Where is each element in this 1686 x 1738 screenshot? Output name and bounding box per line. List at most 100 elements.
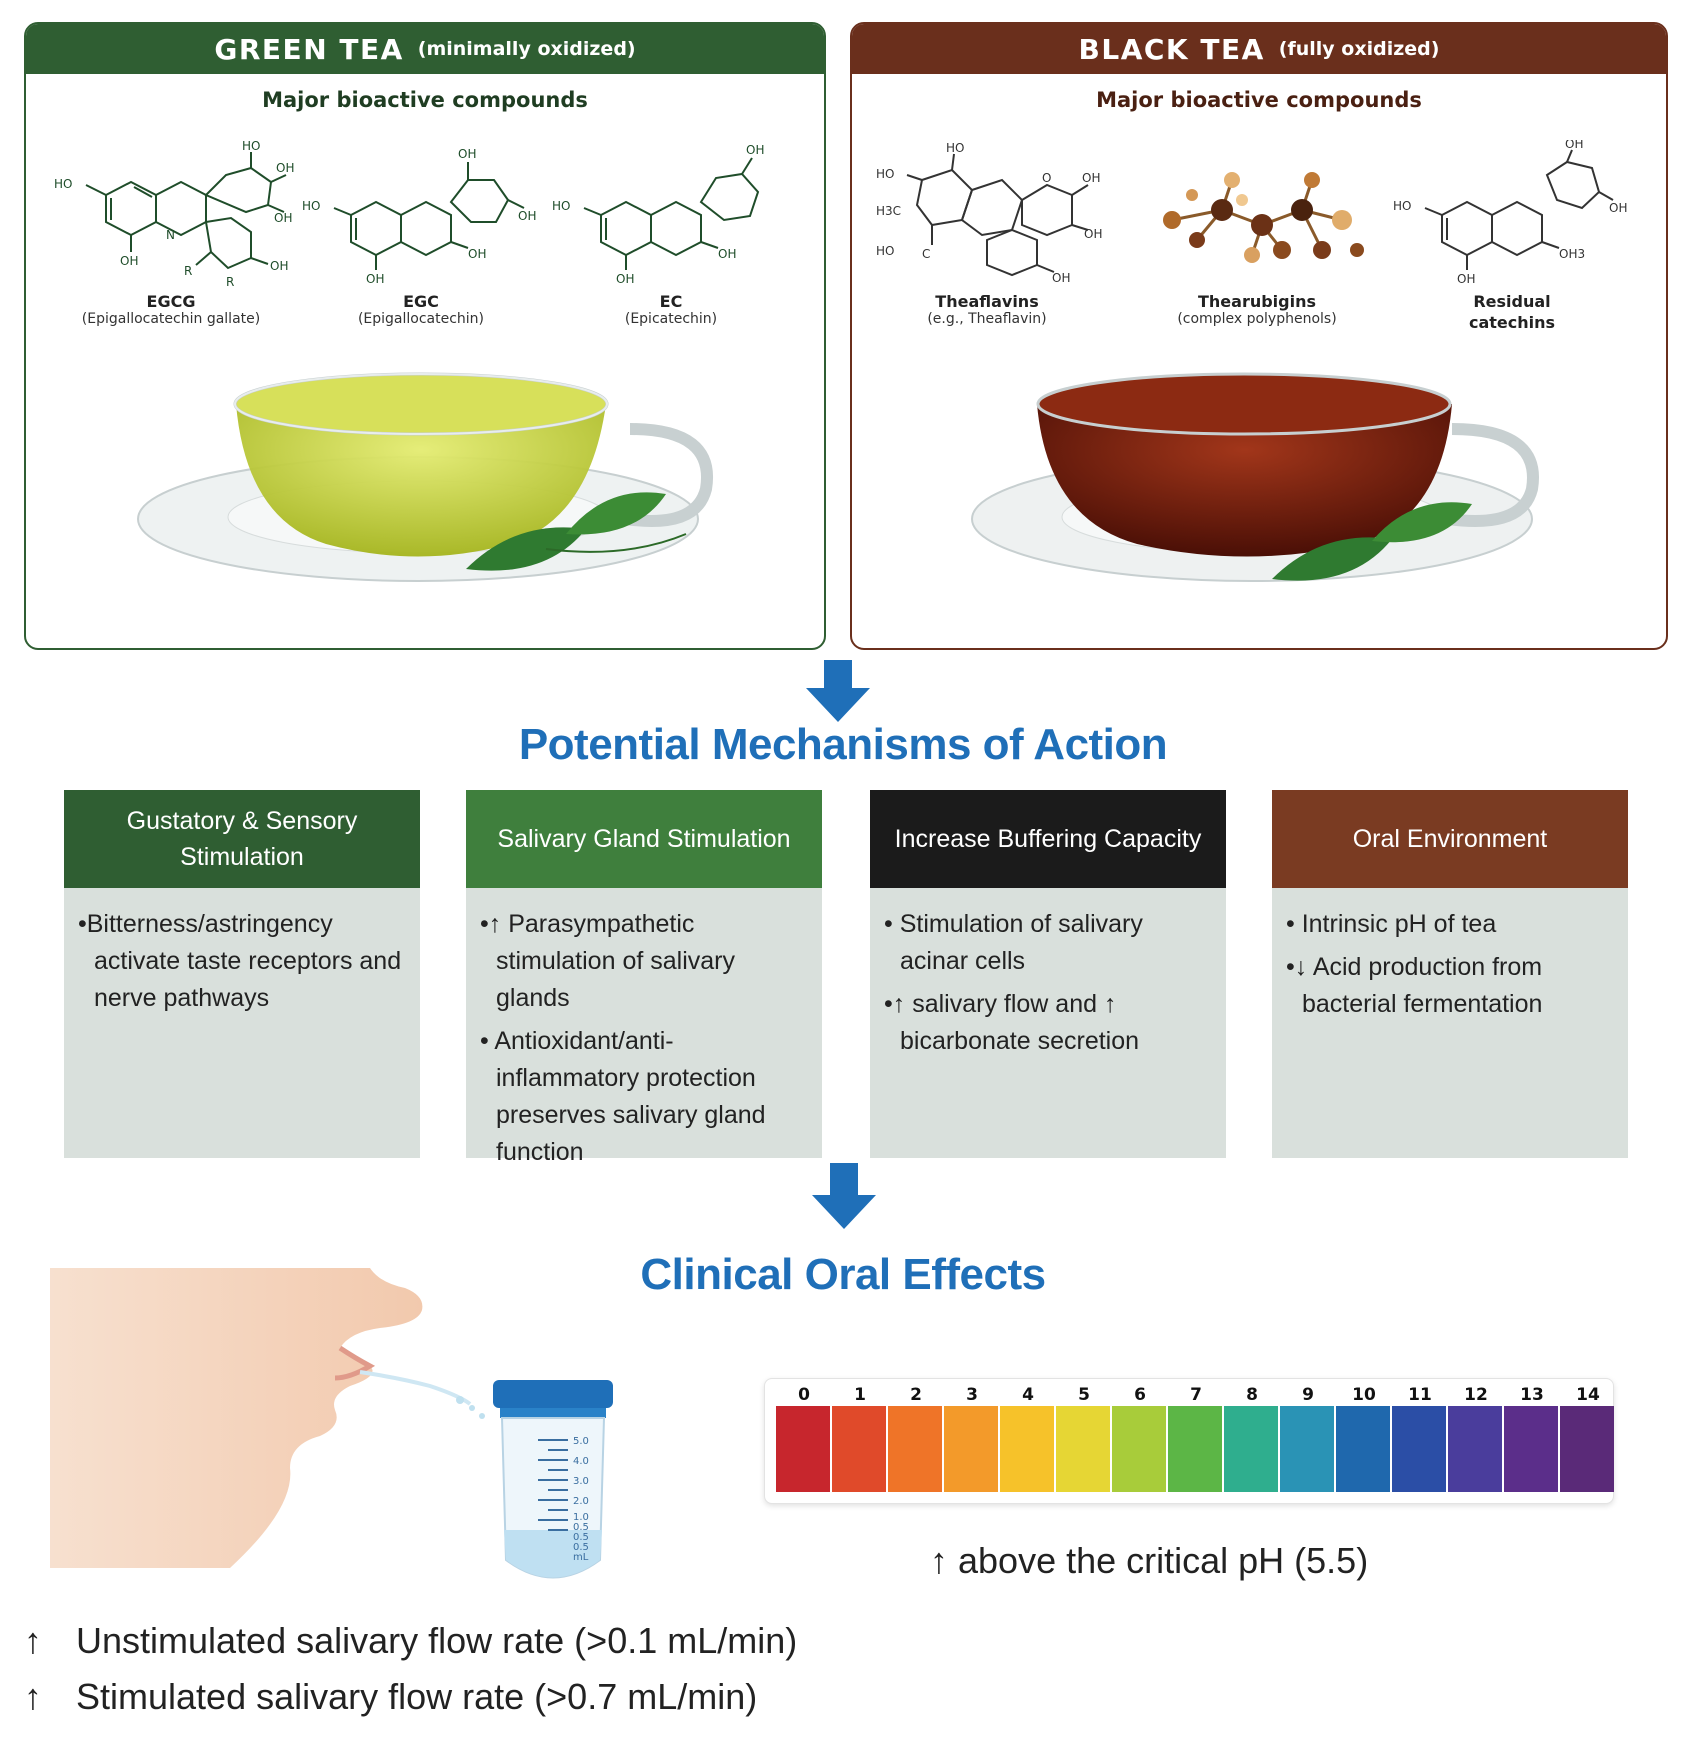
svg-text:N: N	[166, 228, 175, 242]
green-tea-title: GREEN TEA	[214, 32, 404, 66]
svg-text:C: C	[922, 247, 930, 261]
green-compound-row: HO OH N HO OH OH OH R R EGCG (Epigalloca…	[26, 140, 824, 350]
compound-full-name: catechins	[1468, 313, 1556, 332]
compound-name: Residual	[1473, 292, 1551, 311]
compound-egc: HO OH OH OH OH EGC (Epigallocatechin)	[296, 140, 546, 327]
mechanism-card-gustatory: Gustatory & Sensory Stimulation •Bittern…	[64, 790, 420, 1158]
ph-color-segment	[1392, 1406, 1446, 1492]
svg-text:3.0: 3.0	[573, 1476, 589, 1487]
compound-name: Theaflavins	[935, 292, 1039, 311]
compound-ec: HO OH OH OH EC (Epicatechin)	[546, 140, 796, 327]
ph-color-segment	[1168, 1406, 1222, 1492]
compound-full-name: (Epicatechin)	[624, 311, 718, 327]
ph-tick-label: 1	[854, 1385, 866, 1405]
svg-text:mL: mL	[573, 1552, 589, 1563]
svg-text:OH3: OH3	[1559, 247, 1585, 261]
mechanism-item: • Intrinsic pH of tea	[1286, 910, 1497, 938]
compound-name: EGC	[403, 292, 439, 311]
black-tea-subtitle: (fully oxidized)	[1278, 38, 1440, 60]
svg-text:HO: HO	[552, 199, 570, 213]
compound-full-name: (e.g., Theaflavin)	[927, 311, 1047, 327]
ph-color-segment	[1448, 1406, 1502, 1492]
ph-color-segment	[1504, 1406, 1558, 1492]
compound-thearubigins: Thearubigins (complex polyphenols)	[1132, 140, 1382, 327]
ph-tick-label: 10	[1352, 1385, 1376, 1405]
svg-text:OH: OH	[458, 147, 476, 161]
svg-text:HO: HO	[876, 167, 894, 181]
critical-ph-note: ↑ above the critical pH (5.5)	[930, 1540, 1369, 1581]
saliva-collection-tube-icon: 5.0 4.0 3.0 2.0 1.0 0.5 0.5 0.5 mL	[493, 1380, 613, 1579]
compound-theaflavins: HO HO OH OH OH H3C HO C O Theaflavins (e…	[862, 140, 1112, 327]
svg-text:1.0: 1.0	[573, 1512, 589, 1523]
ph-color-segment	[1336, 1406, 1390, 1492]
compound-name: Thearubigins	[1197, 292, 1317, 311]
svg-text:HO: HO	[302, 199, 320, 213]
svg-text:R: R	[226, 275, 234, 289]
up-arrow-icon: ↑	[24, 1676, 42, 1717]
svg-text:OH: OH	[518, 209, 536, 223]
ph-color-segment	[1560, 1406, 1614, 1492]
svg-text:HO: HO	[876, 244, 894, 258]
ph-color-segment	[832, 1406, 886, 1492]
thearubigin-molecule-icon	[1163, 172, 1364, 263]
svg-text:H3C: H3C	[876, 204, 901, 218]
green-tea-cup-image	[137, 372, 713, 582]
ph-color-segment	[1224, 1406, 1278, 1492]
down-arrow-icon	[812, 1163, 876, 1229]
svg-text:HO: HO	[1393, 199, 1411, 213]
svg-text:5.0: 5.0	[573, 1436, 589, 1447]
ph-color-segment	[888, 1406, 942, 1492]
black-tea-title: BLACK TEA	[1078, 32, 1265, 66]
black-tea-panel: BLACK TEA (fully oxidized) Major bioacti…	[850, 22, 1668, 650]
ph-tick-label: 13	[1520, 1385, 1544, 1405]
svg-text:OH: OH	[276, 161, 294, 175]
svg-text:OH: OH	[366, 272, 384, 286]
svg-text:OH: OH	[1082, 171, 1100, 185]
svg-text:OH: OH	[270, 259, 288, 273]
svg-text:HO: HO	[54, 177, 72, 191]
svg-text:OH: OH	[746, 143, 764, 157]
ph-tick-label: 7	[1190, 1385, 1202, 1405]
mechanisms-title: Potential Mechanisms of Action	[518, 720, 1168, 769]
ph-color-segment	[1000, 1406, 1054, 1492]
compound-full-name: (Epigallocatechin gallate)	[81, 311, 261, 327]
flow-line-text: Unstimulated salivary flow rate (>0.1 mL…	[76, 1620, 798, 1661]
compound-full-name: (Epigallocatechin)	[357, 311, 485, 327]
mechanism-item: •↓ Acid production from bacterial fermen…	[1286, 953, 1543, 1018]
mechanism-card-header: Oral Environment	[1272, 790, 1628, 888]
ph-tick-label: 0	[798, 1385, 810, 1405]
theaflavin-structure-icon: HO HO OH OH OH H3C HO C O	[876, 141, 1102, 285]
mechanism-item: • Stimulation of salivary acinar cells	[884, 910, 1143, 975]
compound-egcg: HO OH N HO OH OH OH R R EGCG (Epigalloca…	[46, 140, 296, 327]
svg-text:OH: OH	[468, 247, 486, 261]
svg-text:OH: OH	[120, 254, 138, 268]
svg-text:0.5: 0.5	[573, 1532, 589, 1543]
mechanism-card-oral-environment: Oral Environment • Intrinsic pH of tea •…	[1272, 790, 1628, 1158]
green-tea-header: GREEN TEA (minimally oxidized)	[26, 24, 824, 74]
egcg-structure-icon: HO OH N HO OH OH OH R R	[54, 140, 294, 289]
face-drooling-saliva-image	[50, 1268, 485, 1568]
svg-text:OH: OH	[1457, 272, 1475, 286]
ph-tick-label: 2	[910, 1385, 922, 1405]
ph-tick-label: 11	[1408, 1385, 1432, 1405]
svg-text:OH: OH	[1609, 201, 1627, 215]
ph-color-segment	[944, 1406, 998, 1492]
compound-name: EC	[659, 292, 683, 311]
svg-text:0.5: 0.5	[573, 1542, 589, 1553]
mechanism-item: • Antioxidant/anti-inflammatory protecti…	[480, 1027, 766, 1166]
mechanism-item: •Bitterness/astringency activate taste r…	[78, 910, 402, 1012]
svg-text:R: R	[184, 264, 192, 278]
ph-tick-label: 6	[1134, 1385, 1146, 1405]
green-tea-subtitle: (minimally oxidized)	[417, 38, 636, 60]
black-tea-header: BLACK TEA (fully oxidized)	[852, 24, 1666, 74]
ph-tick-label: 9	[1302, 1385, 1314, 1405]
compound-residual-catechins: HO OH OH OH OH3 Residual catechins	[1387, 140, 1637, 332]
flow-line-text: Stimulated salivary flow rate (>0.7 mL/m…	[76, 1676, 758, 1717]
down-arrow-icon	[806, 660, 870, 722]
svg-text:OH: OH	[1084, 227, 1102, 241]
svg-text:OH: OH	[718, 247, 736, 261]
ph-tick-label: 12	[1464, 1385, 1488, 1405]
mechanism-card-header: Gustatory & Sensory Stimulation	[64, 790, 420, 888]
ph-tick-label: 14	[1576, 1385, 1600, 1405]
up-arrow-icon: ↑	[24, 1620, 42, 1661]
